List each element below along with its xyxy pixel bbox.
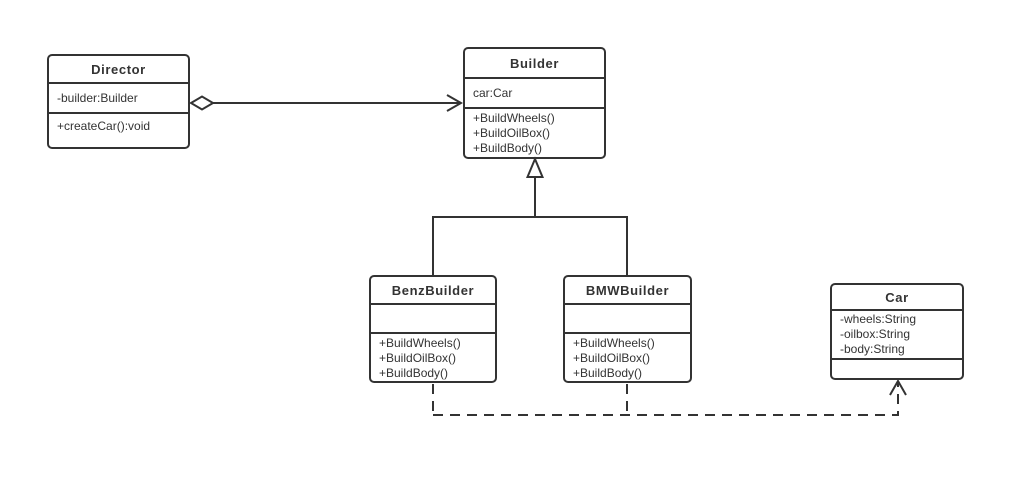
- open-arrowhead-icon: [889, 378, 907, 396]
- class-director-title: Director: [49, 56, 188, 84]
- method: +BuildBody(): [473, 141, 543, 155]
- method: +BuildOilBox(): [473, 126, 551, 140]
- hollow-triangle-icon: [526, 156, 544, 178]
- attribute: -builder:Builder: [57, 90, 138, 105]
- class-bmwbuilder-title: BMWBuilder: [565, 277, 690, 305]
- class-builder-attributes: car:Car: [465, 79, 604, 109]
- attribute: -body:String: [840, 342, 905, 356]
- class-car: Car -wheels:String -oilbox:String -body:…: [830, 283, 964, 380]
- open-arrowhead-icon: [446, 94, 464, 112]
- class-director-attributes: -builder:Builder: [49, 84, 188, 114]
- class-builder-title: Builder: [465, 49, 604, 79]
- aggregation-director-builder: [189, 94, 464, 112]
- method: +BuildWheels(): [473, 111, 555, 125]
- class-car-methods: [832, 360, 962, 378]
- class-benzbuilder-methods: +BuildWheels() +BuildOilBox() +BuildBody…: [371, 334, 495, 381]
- class-car-attributes: -wheels:String -oilbox:String -body:Stri…: [832, 311, 962, 360]
- method: +BuildWheels(): [573, 336, 655, 350]
- attribute: -wheels:String: [840, 312, 917, 326]
- generalization-branch: [432, 216, 628, 275]
- method: +BuildOilBox(): [379, 351, 457, 365]
- class-director-methods: +createCar():void: [49, 114, 188, 147]
- method: +createCar():void: [57, 119, 151, 133]
- class-bmwbuilder-methods: +BuildWheels() +BuildOilBox() +BuildBody…: [565, 334, 690, 381]
- hollow-diamond-icon: [189, 95, 215, 111]
- method: +BuildBody(): [573, 366, 643, 380]
- class-director: Director -builder:Builder +createCar():v…: [47, 54, 190, 149]
- class-benzbuilder-title: BenzBuilder: [371, 277, 495, 305]
- class-builder-methods: +BuildWheels() +BuildOilBox() +BuildBody…: [465, 109, 604, 157]
- generalization-builders: [432, 156, 628, 275]
- attribute: car:Car: [473, 85, 513, 100]
- class-car-title: Car: [832, 285, 962, 311]
- dependency-builders-car: [432, 383, 899, 416]
- class-benzbuilder-attributes: [371, 305, 495, 334]
- class-benzbuilder: BenzBuilder +BuildWheels() +BuildOilBox(…: [369, 275, 497, 383]
- class-bmwbuilder: BMWBuilder +BuildWheels() +BuildOilBox()…: [563, 275, 692, 383]
- method: +BuildBody(): [379, 366, 449, 380]
- method: +BuildWheels(): [379, 336, 461, 350]
- dependency-route: [433, 383, 899, 416]
- method: +BuildOilBox(): [573, 351, 651, 365]
- class-builder: Builder car:Car +BuildWheels() +BuildOil…: [463, 47, 606, 159]
- class-bmwbuilder-attributes: [565, 305, 690, 334]
- attribute: -oilbox:String: [840, 327, 911, 341]
